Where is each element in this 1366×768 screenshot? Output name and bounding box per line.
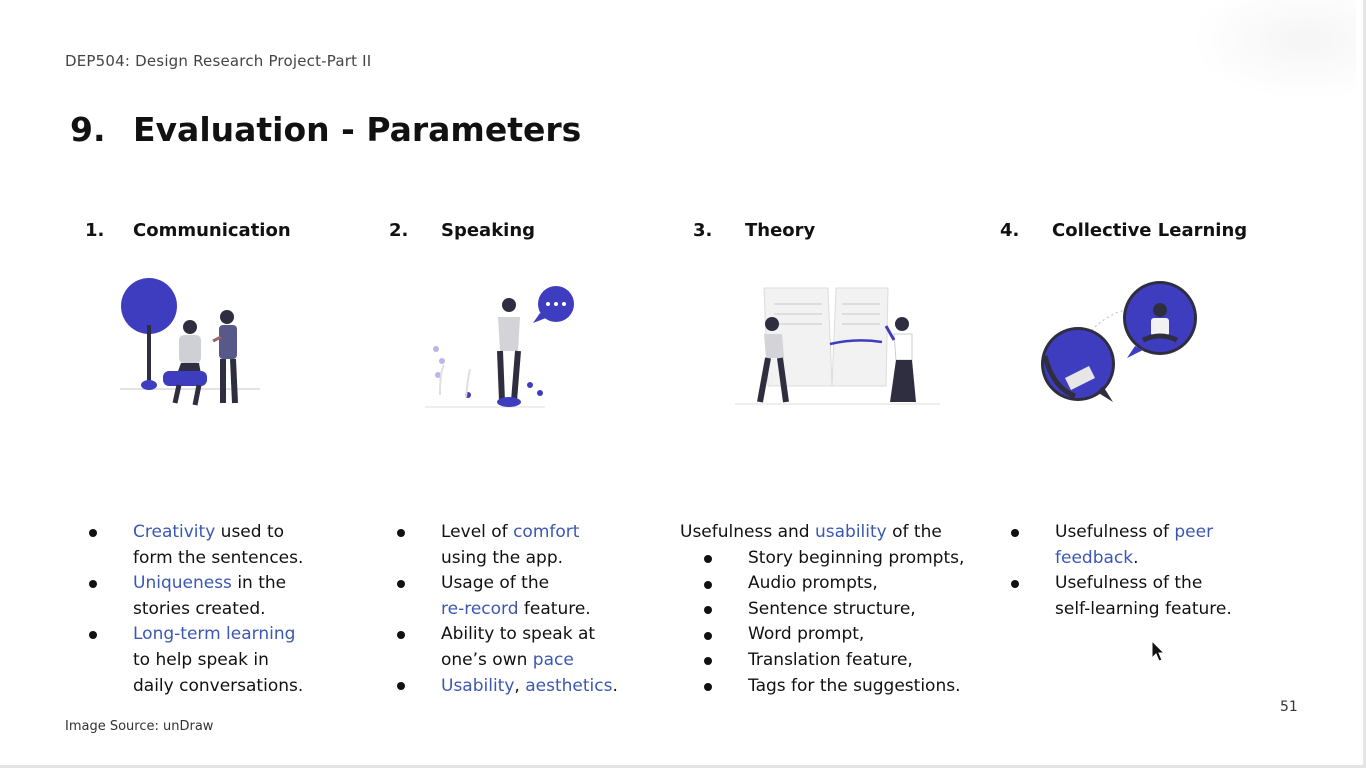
slide-edge <box>0 765 1366 768</box>
list-item: Usability, aesthetics. <box>396 674 666 700</box>
highlight-long-term-learning: Long-term learning <box>133 624 296 645</box>
title-number: 9. <box>70 110 106 149</box>
highlight-pace: pace <box>532 649 574 670</box>
column-title: Speaking <box>441 220 536 241</box>
mouse-cursor-icon <box>1151 640 1166 662</box>
bullet-dot <box>397 631 405 639</box>
list-text: Usefulness of the <box>1055 573 1203 594</box>
highlight-feedback: feedback <box>1055 547 1134 568</box>
list-item: Creativity used to form the sentences. <box>88 520 348 571</box>
highlight-usability: usability <box>814 522 887 542</box>
bullet-dot <box>704 631 712 640</box>
list-text: , <box>514 675 526 696</box>
list-text: feature. <box>518 598 591 619</box>
list-text: to help speak in <box>133 649 269 670</box>
bullet-dot <box>704 605 712 614</box>
theory-intro: Usefulness and usability of the <box>680 520 1000 546</box>
list-item: Sentence structure, <box>748 598 916 619</box>
list-text: Usefulness and <box>680 522 815 542</box>
title-text: Evaluation - Parameters <box>133 110 582 149</box>
list-text: Level of <box>441 522 514 542</box>
column-heading-communication: 1. Communication <box>85 220 291 241</box>
column-number: 2. <box>389 220 409 241</box>
bullet-dot <box>89 580 97 588</box>
list-text: of the <box>886 522 942 542</box>
list-text: Usage of the <box>441 573 550 594</box>
list-item: Usage of the re-record feature. <box>396 571 666 622</box>
list-item: Tags for the suggestions. <box>748 675 961 696</box>
list-text: using the app. <box>441 547 564 568</box>
bullet-dot <box>397 580 405 588</box>
list-item: Usefulness of the self-learning feature. <box>1010 571 1270 622</box>
speaking-bullets: Level of comfort using the app. Usage of… <box>396 520 666 699</box>
list-text: daily conversations. <box>133 675 304 696</box>
theory-list: Story beginning prompts, Audio prompts, … <box>680 546 1000 700</box>
bullet-dot <box>704 682 712 691</box>
column-heading-theory: 3. Theory <box>693 220 815 241</box>
list-item: Usefulness of peer feedback. <box>1010 520 1270 571</box>
list-text: . <box>612 675 618 696</box>
list-text: self-learning feature. <box>1055 598 1232 619</box>
column-heading-speaking: 2. Speaking <box>389 220 535 241</box>
list-text: Ability to speak at <box>441 624 596 645</box>
chat-bubbles-people-illustration <box>1041 281 1197 402</box>
list-item: Uniqueness in the stories created. <box>88 571 348 622</box>
list-text: Usefulness of <box>1055 522 1175 542</box>
highlight-uniqueness: Uniqueness <box>133 573 232 594</box>
woman-speech-bubble-illustration <box>425 286 574 408</box>
list-text: stories created. <box>133 598 266 619</box>
column-number: 4. <box>1000 220 1020 241</box>
list-item: Audio prompts, <box>748 573 878 594</box>
image-source-note: Image Source: unDraw <box>65 719 214 734</box>
page-title: 9. Evaluation - Parameters <box>70 110 581 149</box>
highlight-aesthetics: aesthetics <box>525 675 613 696</box>
list-item: Long-term learning to help speak in dail… <box>88 622 348 699</box>
bullet-dot <box>397 682 405 690</box>
list-text: . <box>1133 547 1139 568</box>
highlight-creativity: Creativity <box>133 522 216 542</box>
bullet-dot <box>704 580 712 589</box>
list-text: one’s own <box>441 649 533 670</box>
bullet-dot <box>1011 580 1019 588</box>
column-number: 1. <box>85 220 105 241</box>
column-title: Communication <box>133 220 291 241</box>
people-talking-tree-illustration <box>120 278 260 406</box>
column-title: Theory <box>745 220 816 241</box>
list-item: Level of comfort using the app. <box>396 520 666 571</box>
bullet-dot <box>397 529 405 537</box>
bullet-dot <box>704 656 712 665</box>
highlight-peer: peer <box>1174 522 1214 542</box>
open-book-two-women-illustration <box>735 287 940 405</box>
column-number: 3. <box>693 220 713 241</box>
list-item: Word prompt, <box>748 624 865 645</box>
page-number: 51 <box>1280 699 1298 715</box>
bullet-dot <box>1011 529 1019 537</box>
bullet-dot <box>89 631 97 639</box>
list-item: Story beginning prompts, <box>748 547 965 568</box>
list-text: form the sentences. <box>133 547 304 568</box>
communication-bullets: Creativity used to form the sentences. U… <box>88 520 348 699</box>
course-header: DEP504: Design Research Project-Part II <box>65 52 372 70</box>
list-item: Ability to speak at one’s own pace <box>396 622 666 673</box>
list-text: used to <box>215 522 285 542</box>
watermark <box>1191 0 1356 100</box>
list-text: in the <box>231 573 287 594</box>
column-heading-collective-learning: 4. Collective Learning <box>1000 220 1247 241</box>
theory-bullets: Usefulness and usability of the Story be… <box>680 520 1000 699</box>
highlight-usability: Usability <box>441 675 515 696</box>
bullet-dot <box>89 529 97 537</box>
list-item: Translation feature, <box>748 649 913 670</box>
highlight-comfort: comfort <box>513 522 580 542</box>
column-title: Collective Learning <box>1052 220 1248 241</box>
slide-edge <box>1363 0 1366 768</box>
collective-learning-bullets: Usefulness of peer feedback. Usefulness … <box>1010 520 1270 622</box>
bullet-dot <box>704 554 712 563</box>
highlight-re-record: re-record <box>441 598 519 619</box>
